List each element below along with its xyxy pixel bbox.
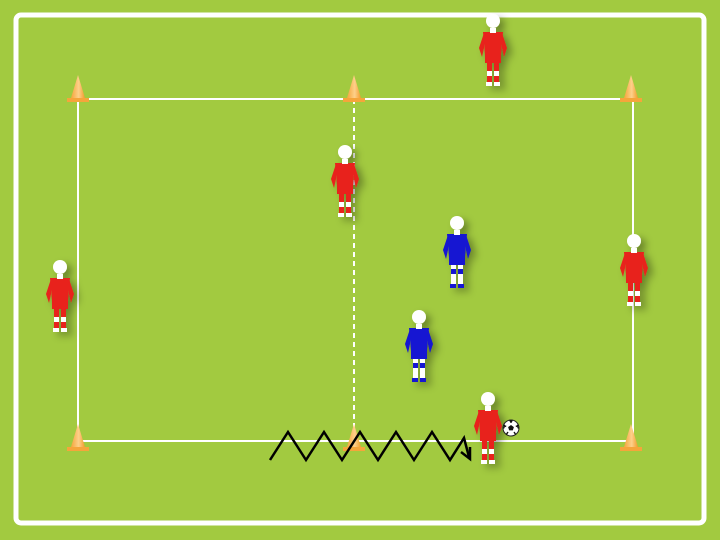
dribble-path-arrow xyxy=(268,429,471,463)
soccer-ball-icon xyxy=(502,419,520,437)
pitch-boundary xyxy=(13,12,707,526)
dribble-arrowhead xyxy=(460,447,472,462)
